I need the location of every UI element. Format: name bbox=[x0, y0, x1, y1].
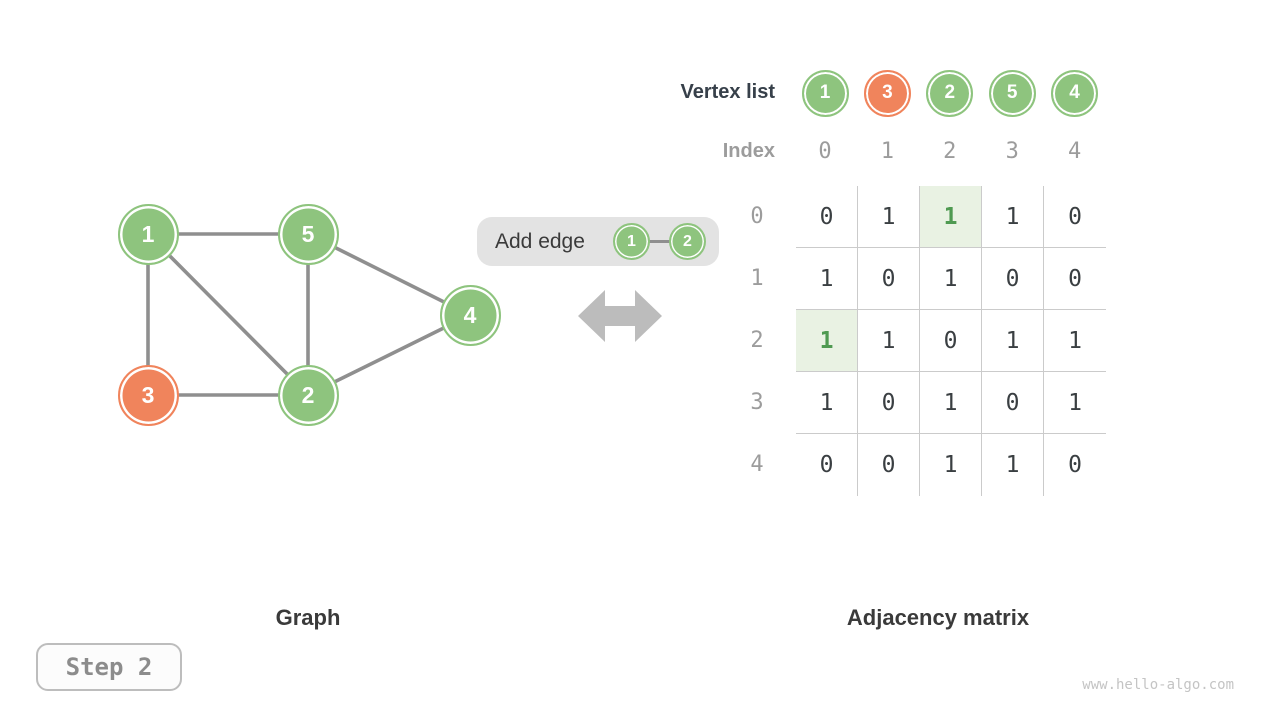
graph-caption: Graph bbox=[275, 605, 341, 630]
vertex-circle-4: 4 bbox=[1051, 69, 1099, 117]
index-value-2: 2 bbox=[943, 139, 957, 164]
matrix-cell-r0c2: 1 bbox=[920, 186, 982, 248]
matrix-cell-r3c1: 0 bbox=[858, 372, 920, 434]
matrix-cell-r1c3: 0 bbox=[982, 248, 1044, 310]
matrix-cell-r4c4: 0 bbox=[1068, 452, 1082, 478]
matrix-cell-r3c4: 1 bbox=[1044, 372, 1106, 434]
index-value-4: 4 bbox=[1067, 139, 1082, 164]
matrix-cell-r0c0: 0 bbox=[796, 186, 858, 248]
add-edge-node-2: 2 bbox=[669, 223, 706, 260]
matrix-cell-r1c4: 0 bbox=[1044, 248, 1106, 310]
matrix-cell-r4c0: 0 bbox=[796, 434, 858, 496]
matrix-row-label-4: 4 bbox=[750, 452, 764, 477]
matrix-cell-r4c3: 1 bbox=[982, 434, 1044, 496]
matrix-cell-r2c3: 1 bbox=[982, 310, 1044, 372]
matrix-cell-r3c3: 0 bbox=[982, 372, 1044, 434]
matrix-row-label-1: 1 bbox=[750, 266, 764, 291]
add-edge-node-1: 1 bbox=[613, 223, 650, 260]
matrix-cell-r0c4: 0 bbox=[1044, 186, 1106, 248]
graph-node-3: 3 bbox=[117, 364, 179, 426]
matrix-cell-r2c2: 0 bbox=[920, 310, 982, 372]
index-label: Index bbox=[722, 140, 775, 162]
matrix-cell-r2c4: 1 bbox=[1044, 310, 1106, 372]
vertex-circle-3: 3 bbox=[863, 69, 911, 117]
add-edge-label: Add edge bbox=[495, 229, 585, 253]
index-value-0: 0 bbox=[818, 139, 832, 164]
matrix-row-label-0: 0 bbox=[750, 204, 764, 229]
graph-node-1: 1 bbox=[117, 203, 179, 265]
matrix-cell-r1c0: 1 bbox=[796, 248, 858, 310]
matrix-cell-r3c0: 1 bbox=[796, 372, 858, 434]
graph-node-5: 5 bbox=[277, 203, 339, 265]
matrix-cell-r1c2: 1 bbox=[920, 248, 982, 310]
index-value-3: 3 bbox=[1005, 139, 1019, 164]
step-badge: Step 2 bbox=[36, 643, 182, 691]
graph-edge-1-2 bbox=[146, 232, 310, 397]
matrix-cell-r4c2: 1 bbox=[920, 434, 982, 496]
graph-node-2: 2 bbox=[277, 364, 339, 426]
matrix-caption: Adjacency matrix bbox=[846, 605, 1030, 630]
edge-connector-line bbox=[627, 240, 689, 243]
matrix-row-label-2: 2 bbox=[750, 328, 764, 353]
matrix-cell-r3c2: 1 bbox=[920, 372, 982, 434]
matrix-cell-r2c1: 1 bbox=[858, 310, 920, 372]
vertex-list-label: Vertex list bbox=[680, 81, 775, 103]
watermark: www.hello-algo.com bbox=[1082, 677, 1234, 693]
matrix-cell-r1c1: 0 bbox=[858, 248, 920, 310]
matrix-cell-r0c1: 1 bbox=[858, 186, 920, 248]
vertex-circle-5: 5 bbox=[988, 69, 1036, 117]
matrix-cell-r2c0: 1 bbox=[796, 310, 858, 372]
vertex-circle-2: 2 bbox=[926, 69, 974, 117]
matrix-row-label-3: 3 bbox=[750, 390, 764, 415]
matrix-cell-r0c3: 1 bbox=[982, 186, 1044, 248]
double-arrow-icon bbox=[578, 290, 662, 342]
graph-node-4: 4 bbox=[439, 284, 501, 346]
index-value-1: 1 bbox=[880, 139, 895, 164]
matrix-cell-r4c1: 0 bbox=[858, 434, 920, 496]
vertex-circle-1: 1 bbox=[801, 69, 849, 117]
